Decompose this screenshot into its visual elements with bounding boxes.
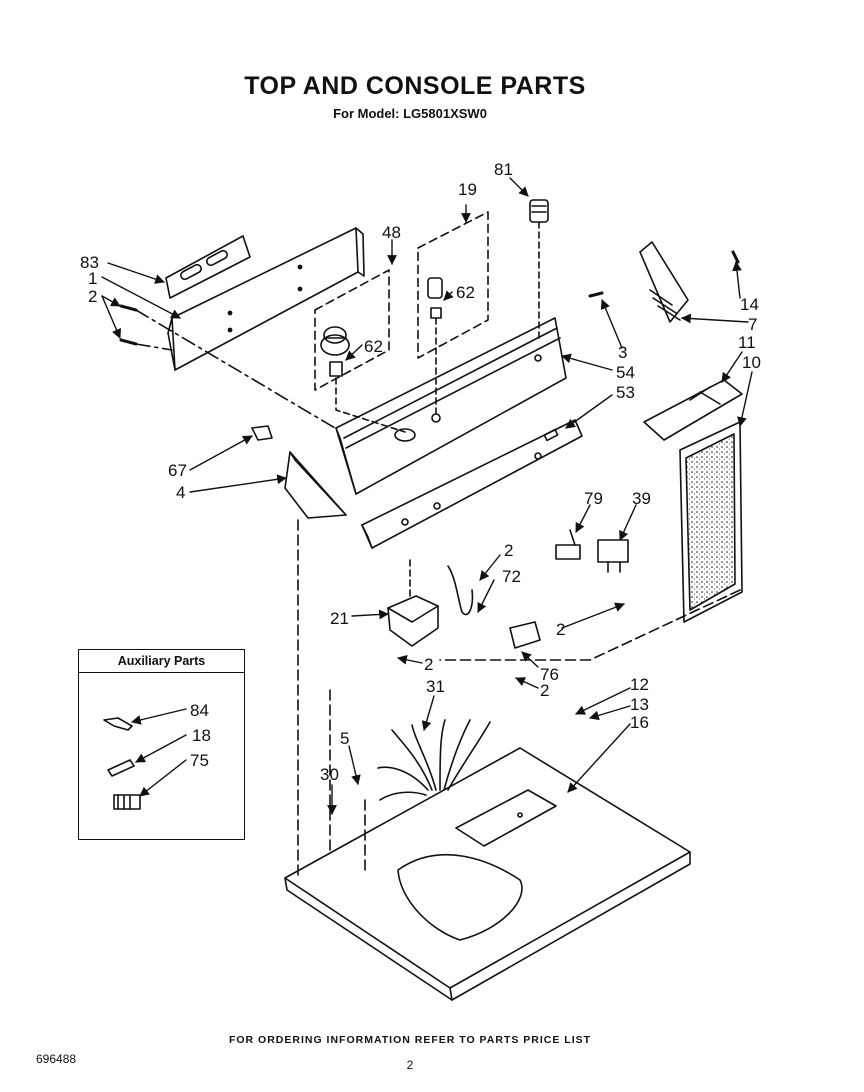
- callout-arrows: [101, 177, 753, 815]
- auxiliary-parts-title: Auxiliary Parts: [79, 650, 244, 673]
- callout-5: 5: [340, 729, 349, 748]
- end-cap: [639, 241, 689, 323]
- callout-54: 54: [616, 363, 635, 382]
- timer-knob: [529, 199, 549, 341]
- wire-harness: [377, 719, 491, 801]
- callout-53: 53: [616, 383, 635, 402]
- callout-19: 19: [458, 180, 477, 199]
- rear-bracket: [167, 227, 365, 371]
- console-panel: [335, 317, 567, 495]
- page-title: TOP AND CONSOLE PARTS: [244, 72, 586, 100]
- model-subtitle: For Model: LG5801XSW0: [333, 106, 487, 121]
- callout-2: 2: [540, 681, 549, 700]
- callout-83: 83: [80, 253, 99, 272]
- lint-screen-cover: [643, 379, 743, 441]
- callout-11: 11: [738, 333, 756, 352]
- callout-30: 30: [320, 765, 339, 784]
- switch-79: [555, 529, 581, 560]
- lint-screen: [679, 421, 743, 623]
- top-panel: [284, 747, 691, 1001]
- control-panel: [361, 419, 583, 549]
- callout-2: 2: [504, 541, 513, 560]
- trim-clip: [251, 425, 273, 441]
- document-number: 696488: [36, 1052, 77, 1066]
- control-knob: [320, 326, 406, 433]
- callout-14: 14: [740, 295, 759, 314]
- callout-79: 79: [584, 489, 603, 508]
- bracket-insert: [165, 235, 251, 299]
- callout-12: 12: [630, 675, 649, 694]
- callout-62: 62: [364, 337, 383, 356]
- callout-72: 72: [502, 567, 521, 586]
- callout-62: 62: [456, 283, 475, 302]
- callout-13: 13: [630, 695, 649, 714]
- thermostat: [509, 621, 541, 649]
- callout-75: 75: [190, 751, 209, 770]
- callout-2: 2: [424, 655, 433, 674]
- side-trim: [284, 451, 347, 519]
- callout-48: 48: [382, 223, 401, 242]
- callout-67: 67: [168, 461, 187, 480]
- aux-part-84: [103, 717, 133, 731]
- ordering-note: FOR ORDERING INFORMATION REFER TO PARTS …: [228, 1034, 592, 1046]
- page-number: 2: [406, 1058, 414, 1072]
- aux-part-18: [107, 759, 135, 777]
- callout-7: 7: [748, 315, 757, 334]
- aux-part-75: [113, 794, 141, 810]
- callout-31: 31: [426, 677, 445, 696]
- selector-knob: [427, 277, 443, 416]
- callout-16: 16: [630, 713, 649, 732]
- switch-39: [597, 539, 629, 573]
- bracket-screws: [119, 304, 138, 346]
- auxiliary-parts-box: Auxiliary Parts: [78, 649, 245, 840]
- callout-1: 1: [88, 269, 97, 288]
- timer-motor: [387, 559, 439, 647]
- callout-39: 39: [632, 489, 651, 508]
- callout-21: 21: [330, 609, 349, 628]
- callout-3: 3: [618, 343, 627, 362]
- callout-76: 76: [540, 665, 559, 684]
- callout-2: 2: [556, 620, 565, 639]
- callout-10: 10: [742, 353, 761, 372]
- callout-81: 81: [494, 160, 513, 179]
- callout-18: 18: [192, 726, 211, 745]
- callout-4: 4: [176, 483, 185, 502]
- callout-2: 2: [88, 287, 97, 306]
- callout-84: 84: [190, 701, 209, 720]
